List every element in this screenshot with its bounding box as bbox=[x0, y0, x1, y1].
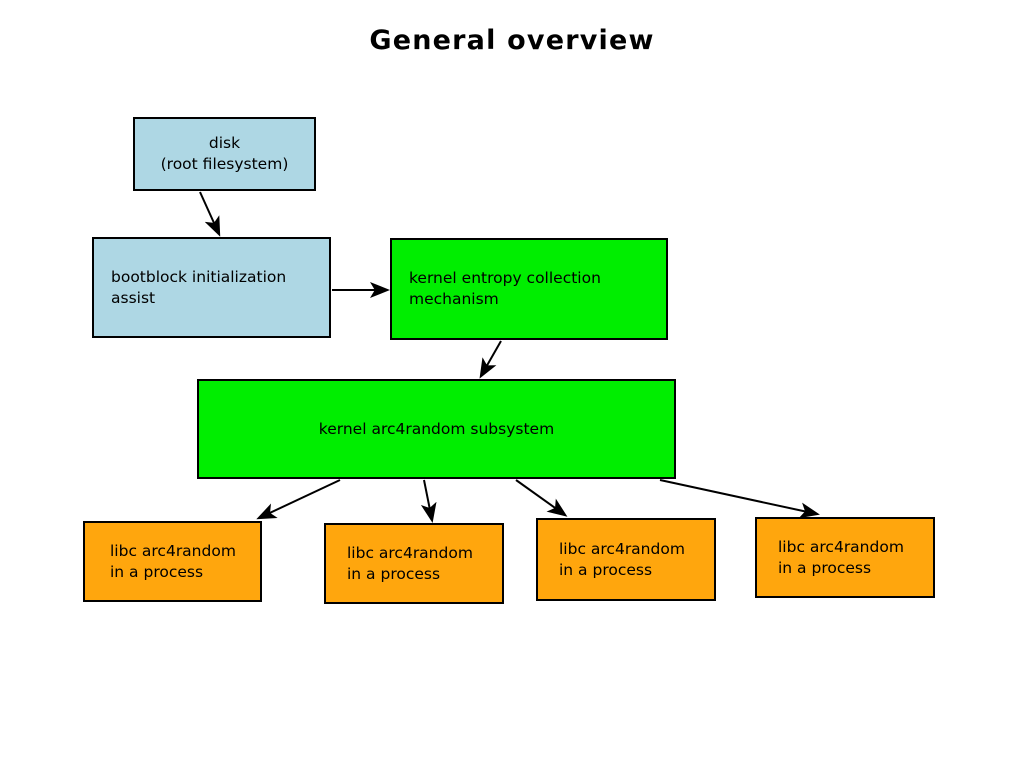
edge-arc4random-to-process-3 bbox=[515, 479, 568, 517]
node-bootblock[interactable]: bootblock initialization assist bbox=[92, 237, 331, 338]
edge-arc4random-to-process-4 bbox=[659, 479, 820, 519]
node-kernel-entropy[interactable]: kernel entropy collection mechanism bbox=[390, 238, 668, 340]
edge-disk-to-bootblock bbox=[199, 191, 221, 237]
node-libc-process-2[interactable]: libc arc4random in a process bbox=[324, 523, 504, 604]
edge-arc4random-to-process-2 bbox=[420, 479, 437, 523]
node-libc-process-1[interactable]: libc arc4random in a process bbox=[83, 521, 262, 602]
node-libc-process-3[interactable]: libc arc4random in a process bbox=[536, 518, 716, 601]
edge-arc4random-to-process-1 bbox=[256, 479, 341, 520]
node-libc-process-4[interactable]: libc arc4random in a process bbox=[755, 517, 935, 598]
page-title: General overview bbox=[369, 25, 655, 56]
node-kernel-arc4random[interactable]: kernel arc4random subsystem bbox=[197, 379, 676, 479]
node-disk[interactable]: disk (root filesystem) bbox=[133, 117, 316, 191]
edge-entropy-to-arc4random bbox=[479, 340, 502, 379]
